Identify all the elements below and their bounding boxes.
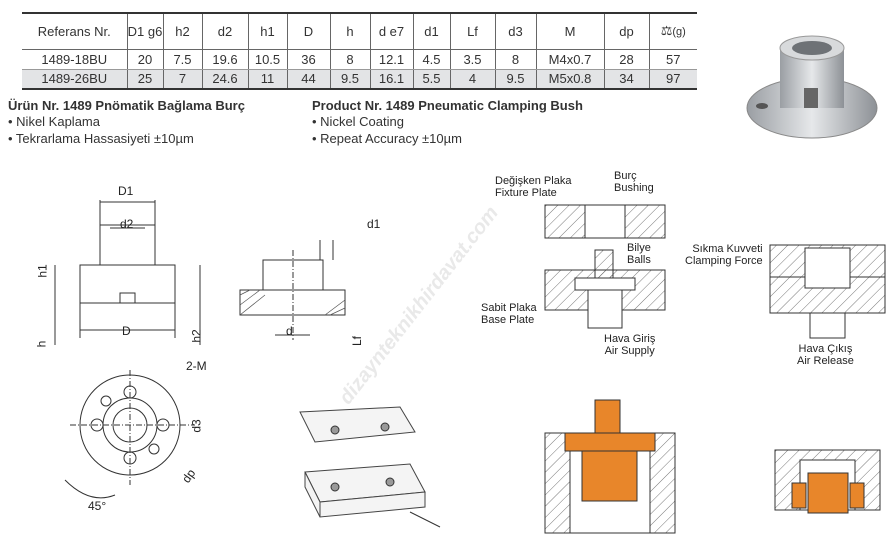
english-description: Product Nr. 1489 Pneumatic Clamping Bush…	[312, 98, 583, 147]
dim-d3: d3	[189, 419, 204, 433]
table-header-row: Referans Nr. D1 g6 h2 d2 h1 D h d e7 d1 …	[22, 13, 697, 50]
cell: M5x0.8	[535, 69, 604, 89]
cell: 34	[603, 69, 649, 89]
col-d2: d2	[201, 13, 248, 50]
cell: 10.5	[247, 49, 287, 70]
dim-Lf: Lf	[350, 335, 365, 347]
clamped-diagram	[769, 244, 886, 339]
col-M: M	[535, 13, 604, 50]
cell: 28	[603, 49, 649, 70]
col-D: D	[286, 13, 330, 50]
english-item: • Nickel Coating	[312, 114, 404, 129]
cell: 1489-26BU	[22, 69, 127, 89]
top-view-drawing	[64, 370, 195, 499]
cell: 1489-18BU	[22, 49, 127, 70]
col-h2: h2	[162, 13, 202, 50]
cell: 8	[494, 49, 536, 70]
cell: 36	[286, 49, 330, 70]
cell: 4	[449, 69, 495, 89]
turkish-item: • Tekrarlama Hassasiyeti ±10µm	[8, 131, 194, 146]
spec-table: Referans Nr. D1 g6 h2 d2 h1 D h d e7 d1 …	[22, 12, 697, 90]
col-dp: dp	[603, 13, 649, 50]
col-de7: d e7	[369, 13, 413, 50]
dim-D: D	[122, 324, 131, 338]
cell: 3.5	[449, 49, 495, 70]
english-item: • Repeat Accuracy ±10µm	[312, 131, 462, 146]
dim-h1: h1	[35, 264, 50, 278]
turkish-title: Ürün Nr. 1489 Pnömatik Bağlama Burç	[8, 98, 245, 113]
dim-h2: h2	[189, 329, 204, 343]
turkish-description: Ürün Nr. 1489 Pnömatik Bağlama Burç • Ni…	[8, 98, 245, 147]
cell: 44	[286, 69, 330, 89]
cell: 19.6	[201, 49, 248, 70]
product-photo	[746, 35, 878, 139]
cell: 25	[126, 69, 163, 89]
side-view-drawing	[54, 200, 201, 345]
col-lf: Lf	[449, 13, 495, 50]
section-view-drawing	[239, 240, 346, 340]
dim-d2: d2	[120, 217, 134, 231]
cell: 11	[247, 69, 287, 89]
cell: 5.5	[412, 69, 450, 89]
cell: 16.1	[369, 69, 413, 89]
clamp-section-diagram	[544, 399, 676, 534]
unclamped-diagram	[544, 204, 666, 329]
cell: 8	[329, 49, 370, 70]
col-d1: d1	[412, 13, 450, 50]
cell: 9.5	[329, 69, 370, 89]
fixture-illustration	[299, 406, 441, 528]
cell: 57	[648, 49, 697, 70]
dim-d1: d1	[367, 217, 381, 231]
watermark: dizaynteknikhirdavat.com	[335, 202, 503, 409]
cell: 24.6	[201, 69, 248, 89]
dim-h: h	[34, 340, 49, 348]
dim-d: d	[286, 324, 293, 338]
cell: 7.5	[162, 49, 202, 70]
english-title: Product Nr. 1489 Pneumatic Clamping Bush	[312, 98, 583, 113]
col-weight: ⚖(g)	[648, 13, 697, 50]
scale-icon: ⚖	[660, 22, 673, 38]
cell: 20	[126, 49, 163, 70]
dim-D1: D1	[118, 184, 134, 198]
dim-2M: 2-M	[186, 359, 207, 373]
dim-angle: 45°	[88, 499, 107, 513]
turkish-item: • Nikel Kaplama	[8, 114, 100, 129]
clamp-detail-diagram	[774, 449, 881, 514]
cell: 97	[648, 69, 697, 89]
col-h1: h1	[247, 13, 287, 50]
cell: 12.1	[369, 49, 413, 70]
col-ref: Referans Nr.	[22, 13, 127, 50]
cell: M4x0.7	[535, 49, 604, 70]
cell: 7	[162, 69, 202, 89]
cell: 4.5	[412, 49, 450, 70]
cell: 9.5	[494, 69, 536, 89]
col-d3: d3	[494, 13, 536, 50]
col-h: h	[329, 13, 370, 50]
col-d1g6: D1 g6	[126, 13, 163, 50]
